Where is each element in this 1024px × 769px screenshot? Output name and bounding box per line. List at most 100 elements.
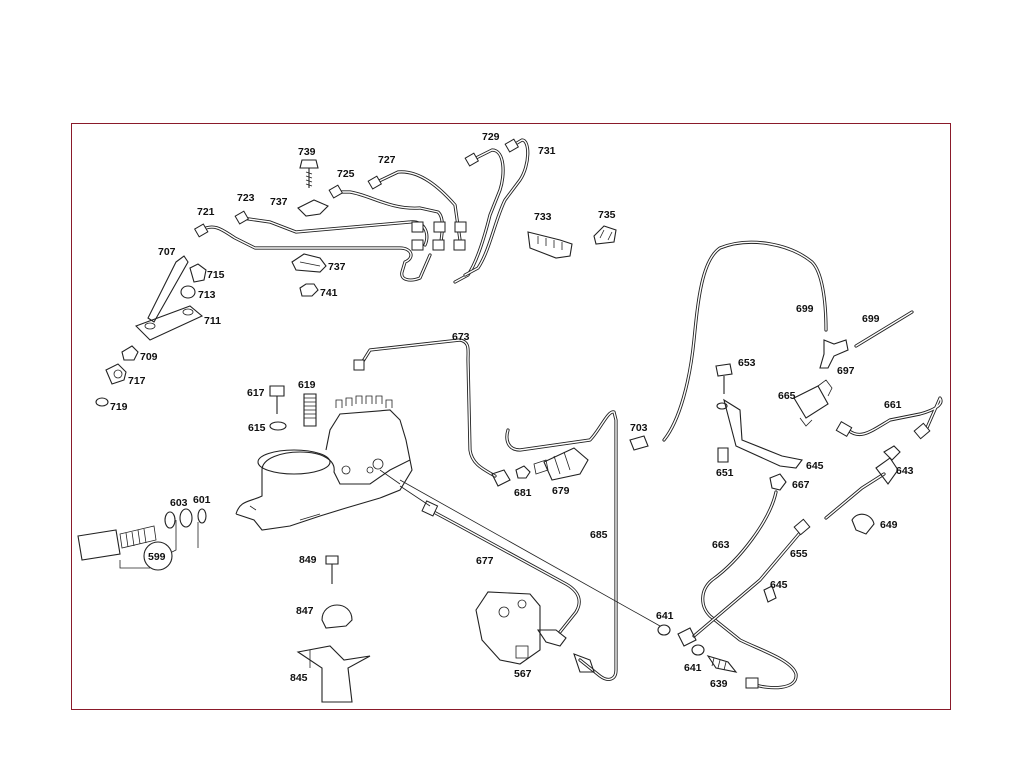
filter-665 — [793, 379, 833, 427]
seal-719 — [95, 397, 109, 407]
bolt-617 — [269, 385, 285, 414]
washer-603 — [164, 508, 193, 529]
label-709: 709 — [140, 351, 158, 363]
label-679: 679 — [552, 485, 570, 497]
label-733: 733 — [534, 211, 552, 223]
part-labels: 729 731 739 727 725 723 737 721 733 735 … — [110, 131, 914, 690]
valve-567 — [475, 591, 567, 665]
label-727: 727 — [378, 154, 396, 166]
leader-641 — [399, 479, 661, 627]
label-661: 661 — [884, 399, 902, 411]
line-663 — [701, 490, 798, 690]
sleeve-709 — [121, 345, 139, 361]
label-731: 731 — [538, 145, 556, 157]
diagram-frame — [71, 123, 951, 710]
label-677: 677 — [476, 555, 494, 567]
label-667: 667 — [792, 479, 810, 491]
label-715: 715 — [207, 269, 225, 281]
label-685: 685 — [590, 529, 608, 541]
washer-601 — [197, 508, 207, 524]
fitting-639 — [706, 655, 738, 673]
label-737-top: 737 — [270, 196, 288, 208]
label-707: 707 — [158, 246, 176, 258]
label-651: 651 — [716, 467, 734, 479]
nut-741 — [299, 283, 319, 297]
filter-679 — [533, 447, 589, 481]
washer-641-a — [657, 624, 671, 636]
hose-643 — [824, 445, 901, 520]
clip-649 — [851, 513, 875, 535]
stud-619 — [303, 393, 317, 427]
label-703: 703 — [630, 422, 648, 434]
injector-707 — [147, 255, 189, 323]
label-617: 617 — [247, 387, 265, 399]
fitting-681 — [491, 465, 531, 487]
label-665: 665 — [778, 390, 796, 402]
washer-641-b — [691, 644, 705, 656]
bracket-845 — [296, 645, 371, 703]
label-699-a: 699 — [796, 303, 814, 315]
bracket-645 — [723, 398, 803, 469]
clip-735 — [593, 225, 617, 245]
label-845: 845 — [290, 672, 308, 684]
nut-667 — [769, 473, 787, 491]
label-849: 849 — [299, 554, 317, 566]
line-699-short — [854, 310, 914, 348]
label-739: 739 — [298, 146, 316, 158]
bracket-711 — [135, 305, 204, 341]
label-619: 619 — [298, 379, 316, 391]
label-643: 643 — [896, 465, 914, 477]
label-601: 601 — [193, 494, 211, 506]
injection-lines-group — [193, 138, 530, 284]
line-655 — [692, 518, 811, 638]
label-649: 649 — [880, 519, 898, 531]
clip-733 — [527, 231, 573, 259]
nozzle-717 — [105, 363, 127, 385]
label-639: 639 — [710, 678, 728, 690]
coupling-703 — [629, 435, 649, 451]
line-661 — [835, 396, 943, 440]
label-719: 719 — [110, 401, 128, 413]
clamp-737-top — [297, 199, 329, 217]
label-663: 663 — [712, 539, 730, 551]
sensor-599 — [77, 520, 199, 571]
fitting-641 — [677, 627, 697, 647]
line-677 — [379, 469, 581, 634]
label-599: 599 — [148, 551, 166, 563]
label-673: 673 — [452, 331, 470, 343]
bracket-847 — [321, 604, 353, 629]
washer-615 — [269, 421, 287, 431]
line-673 — [353, 338, 497, 478]
label-847: 847 — [296, 605, 314, 617]
bolt-653 — [715, 363, 733, 394]
label-735: 735 — [598, 209, 616, 221]
label-653: 653 — [738, 357, 756, 369]
label-603: 603 — [170, 497, 188, 509]
label-725: 725 — [337, 168, 355, 180]
label-567: 567 — [514, 668, 532, 680]
label-641-b: 641 — [684, 662, 702, 674]
label-645-b: 645 — [770, 579, 788, 591]
label-697: 697 — [837, 365, 855, 377]
label-711: 711 — [204, 315, 221, 327]
label-681: 681 — [514, 487, 532, 499]
label-741: 741 — [320, 287, 338, 299]
label-615: 615 — [248, 422, 266, 434]
clamp-737-bottom — [291, 253, 327, 273]
nut-715 — [189, 263, 207, 283]
fitting-567-b — [573, 653, 595, 673]
label-721: 721 — [197, 206, 215, 218]
bolt-739 — [299, 159, 319, 188]
tee-697 — [819, 339, 849, 369]
washer-651-top — [716, 402, 728, 410]
label-713: 713 — [198, 289, 216, 301]
label-641-a: 641 — [656, 610, 674, 622]
label-737-bottom: 737 — [328, 261, 346, 273]
label-729: 729 — [482, 131, 500, 143]
bolt-849 — [325, 555, 339, 584]
label-699-b: 699 — [862, 313, 880, 325]
line-685 — [505, 410, 618, 681]
label-655: 655 — [790, 548, 808, 560]
clip-645-bottom — [763, 585, 777, 603]
